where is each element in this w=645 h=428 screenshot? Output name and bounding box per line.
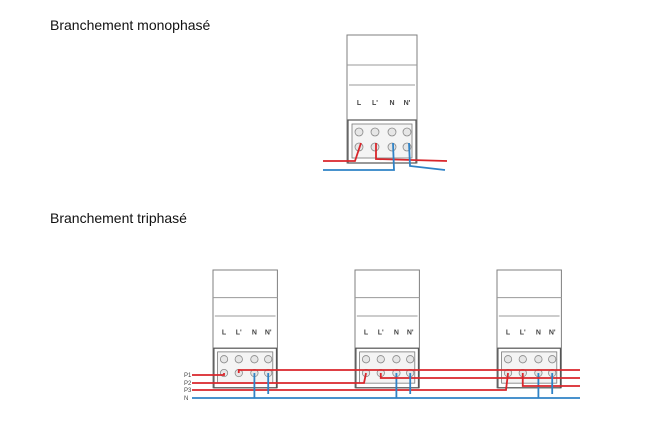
terminal-label: N xyxy=(252,329,257,336)
terminal-label: N' xyxy=(407,329,414,336)
contactor-module: L L' N N' xyxy=(496,269,562,389)
title-triphase: Branchement triphasé xyxy=(50,210,187,226)
terminal-label: N xyxy=(389,100,394,107)
terminal-block-inner xyxy=(351,123,413,159)
wire-line-in xyxy=(323,142,362,162)
screw-top xyxy=(234,355,243,364)
terminal-label: L xyxy=(357,100,362,107)
terminal-label: L' xyxy=(520,329,526,336)
terminal-label: N' xyxy=(549,329,556,336)
screw-top xyxy=(548,355,557,364)
wire-p2 xyxy=(192,372,367,384)
wire-out-l3 xyxy=(521,373,580,387)
terminal-label: N xyxy=(394,329,399,336)
phase-label: P1 xyxy=(184,373,192,379)
phase-label: N xyxy=(184,396,188,402)
contactor-module: L L' N N' xyxy=(354,269,420,389)
terminal-label: L xyxy=(364,329,369,336)
screw-bottom xyxy=(370,142,380,152)
screw-top xyxy=(219,355,229,364)
screw-top xyxy=(402,127,412,137)
screw-top xyxy=(518,355,527,364)
terminal-label: L' xyxy=(378,329,384,336)
terminal-label: L xyxy=(506,329,511,336)
screw-top xyxy=(406,355,415,364)
contactor-module: L L' N N' xyxy=(212,269,278,389)
terminal-label: L xyxy=(222,329,227,336)
screw-top xyxy=(264,355,273,364)
terminal-label: N' xyxy=(265,329,272,336)
phase-label: P2 xyxy=(184,381,192,387)
wire-line-out xyxy=(375,143,448,162)
wire-neutral-out xyxy=(408,142,446,171)
terminal-label: N' xyxy=(404,100,411,107)
screw-top xyxy=(361,355,371,364)
terminal-label: N xyxy=(536,329,541,336)
terminal-label: L' xyxy=(236,329,242,336)
title-monophase: Branchement monophasé xyxy=(50,17,211,33)
screw-top xyxy=(534,355,543,364)
screw-top xyxy=(376,355,385,364)
terminal-label: L' xyxy=(372,100,378,107)
screw-top xyxy=(387,127,397,137)
screw-top xyxy=(370,127,380,137)
screw-top xyxy=(250,355,259,364)
wire-p1 xyxy=(192,373,225,376)
phase-label: P3 xyxy=(184,388,192,394)
contactor-module: L L' N N' xyxy=(346,34,418,164)
screw-top xyxy=(392,355,401,364)
screw-top xyxy=(354,127,364,137)
wire-out-l2 xyxy=(379,373,580,379)
wire-neutral-in xyxy=(323,142,395,171)
screw-top xyxy=(503,355,513,364)
wire-out-l1 xyxy=(237,369,580,374)
screw-bottom xyxy=(387,142,397,152)
